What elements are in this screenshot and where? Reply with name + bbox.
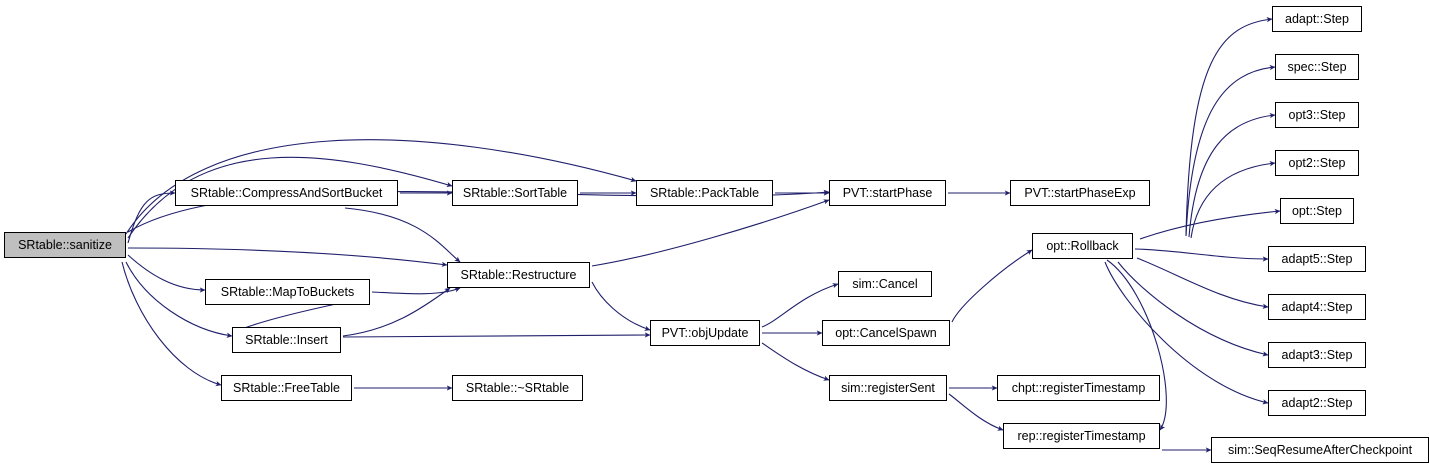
graph-node-label: sim::registerSent bbox=[841, 380, 935, 395]
call-edge-specstep-to-rollback bbox=[1185, 64, 1276, 237]
call-edge-registersent-to-objupdate bbox=[761, 342, 830, 381]
call-edge-repregts-to-rollback bbox=[1106, 259, 1167, 431]
graph-node-specstep[interactable]: spec::Step bbox=[1275, 54, 1359, 80]
call-edge-adapt3step-to-rollback bbox=[1117, 261, 1269, 357]
graph-node-label: SRtable::sanitize bbox=[18, 237, 112, 252]
call-edge-adapt4step-to-rollback bbox=[1136, 257, 1269, 309]
graph-node-label: SRtable::Restructure bbox=[460, 267, 577, 282]
call-edge-optstep-to-rollback bbox=[1139, 208, 1281, 240]
graph-node-label: adapt4::Step bbox=[1281, 299, 1353, 314]
graph-node-label: PVT::objUpdate bbox=[661, 325, 749, 340]
graph-node-sanitize[interactable]: SRtable::sanitize bbox=[4, 232, 126, 258]
graph-node-label: adapt::Step bbox=[1285, 11, 1349, 26]
graph-node-label: chpt::registerTimestamp bbox=[1011, 380, 1146, 395]
call-edge-adaptstep-to-rollback bbox=[1185, 16, 1273, 236]
call-edge-maptobuckets-to-sanitize bbox=[127, 254, 206, 293]
graph-node-insert[interactable]: SRtable::Insert bbox=[232, 327, 341, 353]
graph-node-optstep[interactable]: opt::Step bbox=[1280, 198, 1354, 224]
graph-node-rollback[interactable]: opt::Rollback bbox=[1032, 233, 1133, 259]
graph-node-opt3step[interactable]: opt3::Step bbox=[1275, 102, 1359, 128]
graph-node-startphase[interactable]: PVT::startPhase bbox=[829, 180, 946, 206]
graph-node-repregts[interactable]: rep::registerTimestamp bbox=[1003, 423, 1160, 449]
graph-node-simcancel[interactable]: sim::Cancel bbox=[838, 271, 932, 297]
graph-node-sorttable[interactable]: SRtable::SortTable bbox=[452, 180, 578, 206]
graph-node-label: adapt5::Step bbox=[1281, 251, 1353, 266]
graph-node-adapt3step[interactable]: adapt3::Step bbox=[1268, 342, 1366, 368]
graph-node-cancelspawn[interactable]: opt::CancelSpawn bbox=[822, 320, 950, 346]
graph-node-label: adapt2::Step bbox=[1281, 395, 1353, 410]
graph-node-label: PVT::startPhaseExp bbox=[1024, 185, 1136, 200]
graph-node-label: opt::Rollback bbox=[1046, 238, 1119, 253]
graph-node-adaptstep[interactable]: adapt::Step bbox=[1272, 6, 1362, 32]
graph-node-restructure[interactable]: SRtable::Restructure bbox=[447, 262, 590, 288]
graph-node-objupdate[interactable]: PVT::objUpdate bbox=[650, 320, 760, 346]
graph-node-label: sim::Cancel bbox=[852, 276, 918, 291]
graph-node-seqresume[interactable]: sim::SeqResumeAfterCheckpoint bbox=[1211, 437, 1429, 463]
graph-node-label: opt::Step bbox=[1291, 203, 1343, 218]
graph-node-chptregts[interactable]: chpt::registerTimestamp bbox=[997, 375, 1160, 401]
graph-node-label: rep::registerTimestamp bbox=[1017, 428, 1146, 443]
graph-node-label: SRtable::FreeTable bbox=[232, 380, 340, 395]
call-edge-restructure-to-compress bbox=[344, 207, 461, 263]
graph-node-freetable[interactable]: SRtable::FreeTable bbox=[221, 375, 352, 401]
graph-node-label: SRtable::~SRtable bbox=[465, 380, 570, 395]
graph-node-compress[interactable]: SRtable::CompressAndSortBucket bbox=[175, 180, 398, 206]
graph-node-label: PVT::startPhase bbox=[842, 185, 933, 200]
graph-node-label: SRtable::CompressAndSortBucket bbox=[190, 185, 383, 200]
graph-node-label: adapt3::Step bbox=[1281, 347, 1353, 362]
graph-node-registersent[interactable]: sim::registerSent bbox=[829, 375, 947, 401]
call-edge-opt2step-to-rollback bbox=[1190, 160, 1276, 239]
graph-node-adapt2step[interactable]: adapt2::Step bbox=[1268, 390, 1366, 416]
call-edge-restructure-to-sanitize bbox=[127, 247, 448, 267]
call-edge-opt3step-to-rollback bbox=[1188, 112, 1276, 238]
graph-node-label: SRtable::PackTable bbox=[649, 185, 760, 200]
graph-node-packtable[interactable]: SRtable::PackTable bbox=[636, 180, 773, 206]
graph-node-label: opt::CancelSpawn bbox=[835, 325, 937, 340]
graph-node-label: opt3::Step bbox=[1288, 107, 1346, 122]
call-edge-startphase-to-restructure bbox=[591, 199, 830, 267]
call-edge-compress-to-sanitize bbox=[127, 190, 176, 244]
graph-node-dtor[interactable]: SRtable::~SRtable bbox=[452, 375, 583, 401]
graph-node-label: opt2::Step bbox=[1288, 155, 1346, 170]
graph-node-startphaseexp[interactable]: PVT::startPhaseExp bbox=[1010, 180, 1150, 206]
graph-node-label: SRtable::Insert bbox=[245, 332, 328, 347]
call-edge-restructure-to-maptobuckets bbox=[371, 287, 461, 295]
graph-node-adapt5step[interactable]: adapt5::Step bbox=[1268, 246, 1366, 272]
graph-node-adapt4step[interactable]: adapt4::Step bbox=[1268, 294, 1366, 320]
call-edge-adapt5step-to-rollback bbox=[1134, 248, 1269, 262]
graph-node-label: SRtable::MapToBuckets bbox=[220, 284, 355, 299]
call-edge-objupdate-to-insert bbox=[342, 332, 651, 338]
graph-node-label: spec::Step bbox=[1287, 59, 1347, 74]
graph-node-label: sim::SeqResumeAfterCheckpoint bbox=[1227, 442, 1413, 457]
call-edge-repregts-to-registersent bbox=[948, 393, 1004, 431]
graph-node-maptobuckets[interactable]: SRtable::MapToBuckets bbox=[205, 279, 370, 305]
graph-node-opt2step[interactable]: opt2::Step bbox=[1275, 150, 1359, 176]
call-edge-rollback-to-cancelspawn bbox=[951, 249, 1033, 323]
call-edge-objupdate-to-restructure bbox=[591, 281, 651, 331]
graph-node-label: SRtable::SortTable bbox=[462, 185, 568, 200]
